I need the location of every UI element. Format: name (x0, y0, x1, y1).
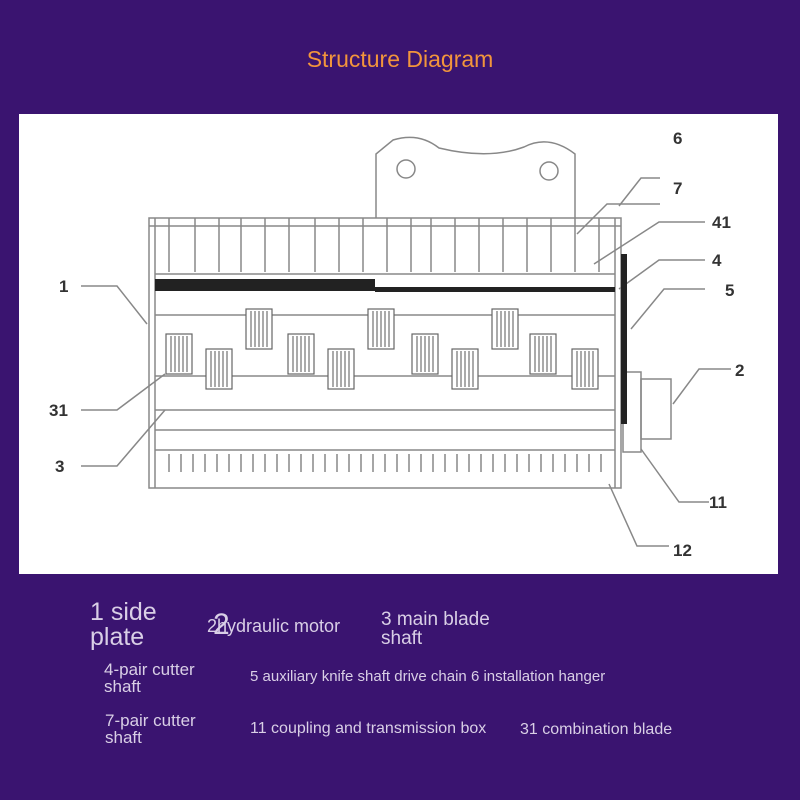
combination-blades (165, 308, 599, 390)
caption-hydraulic-motor: 2hydraulic motor (207, 616, 341, 636)
leader-3 (81, 409, 166, 467)
combination-blade (367, 308, 395, 350)
callout-11: 11 (709, 493, 727, 512)
caption-side-plate: 1 side plate (90, 598, 157, 651)
pair-cutter-shaft-4-right (375, 287, 615, 292)
callout-41: 41 (712, 213, 731, 232)
leader-7 (576, 203, 660, 235)
drive-chain (621, 254, 627, 424)
caption-main-blade-shaft: 3 main blade shaft (381, 609, 490, 649)
hanger-hole-left (396, 159, 416, 179)
diagram-title: Structure Diagram (306, 46, 494, 72)
combination-blade (165, 333, 193, 375)
bottom-tines (168, 454, 602, 472)
callout-12: 12 (673, 541, 692, 560)
caption-drive-chain-hanger: 5 auxiliary knife shaft drive chain 6 in… (250, 668, 606, 685)
caption-combination-blade: 31 combination blade (520, 721, 673, 738)
caption-hydraulic-motor-2: 2 (213, 608, 230, 641)
leader-41 (593, 221, 705, 265)
callout-2: 2 (735, 361, 744, 380)
combination-blade (287, 333, 315, 375)
top-tines (168, 218, 600, 272)
combination-blade (205, 348, 233, 390)
leader-2 (672, 368, 731, 405)
caption-coupling-box: 11 coupling and transmission box (250, 720, 487, 737)
combination-blade (411, 333, 439, 375)
callout-6: 6 (673, 129, 682, 148)
caption-pair-cutter-shaft-7: 7-pair cutter shaft (105, 711, 196, 747)
combination-blade (451, 348, 479, 390)
pair-cutter-shaft-4 (155, 279, 375, 291)
leader-31 (81, 373, 166, 411)
leader-11 (640, 448, 709, 503)
leader-6 (618, 177, 660, 207)
combination-blade (529, 333, 557, 375)
callout-4: 4 (712, 251, 722, 270)
combination-blade (245, 308, 273, 350)
callout-5: 5 (725, 281, 734, 300)
combination-blade (571, 348, 599, 390)
installation-hanger (375, 136, 576, 218)
combination-blade (327, 348, 355, 390)
leader-5 (630, 288, 705, 330)
leader-1 (81, 285, 148, 325)
callout-31: 31 (49, 401, 68, 420)
combination-blade (491, 308, 519, 350)
hydraulic-motor (640, 378, 672, 440)
leader-4 (618, 259, 705, 290)
callout-1: 1 (59, 277, 68, 296)
leader-12 (608, 483, 669, 547)
callout-7: 7 (673, 179, 682, 198)
structure-diagram: 6 7 41 45 2 11 12 1 31 3 (49, 129, 744, 560)
hanger-hole-right (539, 161, 559, 181)
caption-pair-cutter-shaft-4: 4-pair cutter shaft (104, 660, 195, 696)
callout-3: 3 (55, 457, 64, 476)
